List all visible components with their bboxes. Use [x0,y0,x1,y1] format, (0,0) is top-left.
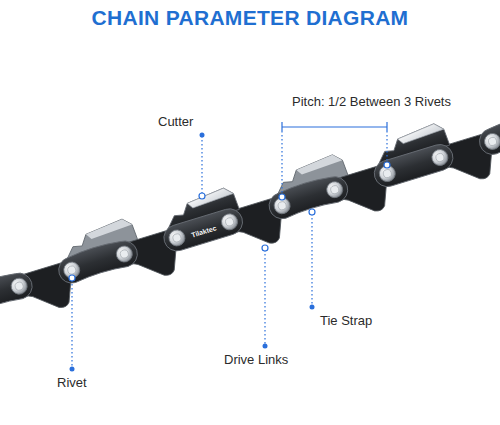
cutter-chrome [186,186,234,209]
saw-chain [0,73,500,355]
cutter-chrome [295,152,343,175]
tie-strap [0,268,35,318]
rivet-head [430,148,450,168]
tie-strap [55,236,141,286]
tie-strap-leader [311,214,312,306]
rivet-outer [167,228,187,248]
rivet-inner [119,249,129,259]
rivet-inner [67,265,77,275]
rivet-inner [330,185,340,195]
pitch-bracket [282,126,387,127]
rivet-inner [382,169,392,179]
rivet-inner [277,201,287,211]
tie-strap [476,107,500,157]
leader-dot [199,193,205,199]
rivet-leader [71,280,72,368]
cutter-chrome [85,217,133,240]
rivet-outer [220,212,240,232]
part-label: Rivet [57,375,87,390]
rivet-head [62,260,82,280]
rivet-head [483,131,500,151]
cutter-plate [161,206,246,255]
rivet-inner [14,281,24,291]
leader-dot [70,367,75,372]
leader-lines [72,122,387,368]
pitch-tick [281,122,282,131]
rivet-outer [114,244,134,264]
cutter-chrome [396,121,444,144]
dimension-label: Pitch: 1/2 Between 3 Rivets [292,94,451,109]
leader-dot [200,133,205,138]
tie-strap [265,172,351,222]
rivet-head [167,228,187,248]
leader-dots [69,133,390,372]
rivet-inner [225,217,235,227]
rivet-outer [483,131,500,151]
rivet-head [9,276,29,296]
cutter-plate [371,141,456,190]
part-label: Cutter [158,114,193,129]
leader-dot [262,245,268,251]
drive-link-leader [264,250,265,345]
leader-dot [310,305,315,310]
rivet-outer [325,180,345,200]
rivet-inner [488,136,498,146]
leader-dot [384,162,390,168]
leader-dot [279,194,285,200]
part-label: Drive Links [224,352,288,367]
rivet-outer [9,276,29,296]
pitch-tick [386,122,387,131]
rivet-inner [435,153,445,163]
rivet-outer [430,148,450,168]
pitch-leader [281,131,282,196]
leader-dot [263,344,268,349]
rivet-head [114,244,134,264]
leader-dot [69,275,75,281]
rivet-head [220,212,240,232]
pitch-leader [386,131,387,164]
rivet-inner [172,233,182,243]
rivet-head [325,180,345,200]
cutter-leader [201,136,202,195]
rivet-outer [62,260,82,280]
part-label: Tie Strap [320,313,372,328]
leader-dot [309,209,315,215]
diagram-title: CHAIN PARAMETER DIAGRAM [0,6,500,30]
